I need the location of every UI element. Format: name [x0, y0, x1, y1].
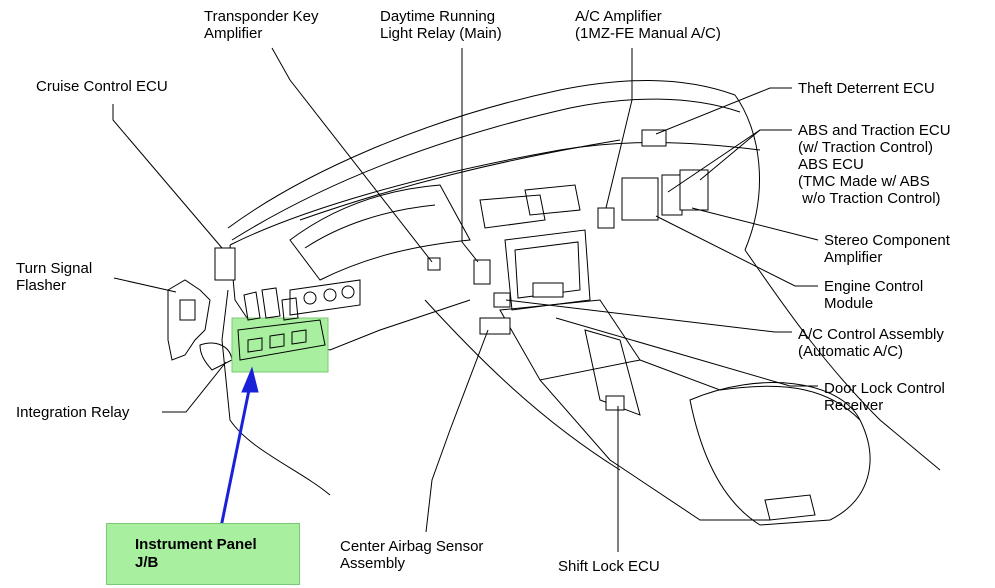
stereo-amplifier-box [679, 169, 709, 211]
ac-amplifier-box [597, 207, 615, 229]
label-door-lock-control-receiver: Door Lock Control Receiver [824, 380, 945, 414]
knee-panel [289, 279, 361, 316]
flasher-tab [179, 299, 196, 321]
leader-door-lock [555, 317, 818, 387]
jb-drawing [237, 287, 326, 361]
label-cruise-control-ecu: Cruise Control ECU [36, 78, 168, 95]
right-floor [744, 249, 941, 471]
engine-control-module-box [532, 282, 564, 298]
jb-arrow [218, 366, 259, 533]
label-transponder-key-amplifier: Transponder Key Amplifier [204, 8, 319, 42]
leader-abs-2 [699, 129, 761, 181]
leader-cruise [112, 104, 223, 249]
cluster-opening [304, 204, 436, 249]
console-right [639, 359, 861, 421]
label-center-airbag-sensor-assembly: Center Airbag Sensor Assembly [340, 538, 484, 572]
armrest-pocket [764, 494, 816, 521]
abs-ecu-box [621, 177, 659, 221]
label-instrument-panel-jb: Instrument Panel J/B [135, 536, 257, 571]
cluster-hood [289, 184, 471, 281]
center-vents [479, 194, 546, 229]
steering-column [199, 342, 233, 371]
leader-transponder [271, 47, 433, 263]
leader-ac-control [505, 299, 792, 333]
floor-line [424, 299, 621, 471]
label-daytime-running-light-relay: Daytime Running Light Relay (Main) [380, 8, 502, 42]
left-lower-panel [221, 289, 331, 496]
leader-daytime [461, 48, 479, 263]
daytime-relay-box [473, 259, 491, 285]
label-ac-control-assembly: A/C Control Assembly (Automatic A/C) [798, 326, 944, 360]
switch-a [303, 291, 317, 305]
console-left [539, 379, 770, 521]
shift-lock-ecu-box [605, 395, 625, 411]
dashboard-face [229, 142, 761, 246]
leader-turn-signal [113, 277, 177, 293]
label-abs-traction-ecu: ABS and Traction ECU (w/ Traction Contro… [798, 122, 951, 207]
switch-b [323, 288, 337, 302]
right-dash-end [734, 94, 760, 251]
center-vents-2 [524, 184, 581, 216]
leader-theft [655, 87, 792, 135]
dashboard-top-outline [227, 80, 736, 229]
leader-airbag [425, 329, 489, 533]
label-ac-amplifier: A/C Amplifier (1MZ-FE Manual A/C) [575, 8, 721, 42]
windshield-edge [231, 98, 741, 241]
defroster-line [299, 139, 621, 221]
center-stack-inner [514, 241, 581, 299]
airbag-sensor-box [479, 317, 511, 335]
jb-highlight [231, 317, 329, 373]
leader-stereo [691, 207, 819, 241]
cruise-control-ecu-box [214, 247, 236, 281]
leader-ac-amplifier [605, 48, 633, 209]
label-engine-control-module: Engine Control Module [824, 278, 924, 312]
switch-c [341, 285, 355, 299]
abs-ecu-box-2 [661, 174, 683, 216]
label-shift-lock-ecu: Shift Lock ECU [558, 558, 660, 575]
label-stereo-component-amplifier: Stereo Component Amplifier [824, 232, 950, 266]
label-integration-relay: Integration Relay [16, 404, 130, 421]
label-theft-deterrent-ecu: Theft Deterrent ECU [798, 80, 935, 97]
flasher-bracket [167, 279, 211, 361]
theft-deterrent-ecu-box [641, 129, 667, 147]
armrest [689, 382, 871, 526]
center-stack [504, 229, 591, 311]
leader-integration [162, 361, 227, 413]
shift-gate [584, 329, 641, 416]
instrument-panel-jb-callout: Instrument Panel J/B [106, 523, 300, 585]
leader-ecm [655, 215, 818, 287]
label-turn-signal-flasher: Turn Signal Flasher [16, 260, 93, 294]
